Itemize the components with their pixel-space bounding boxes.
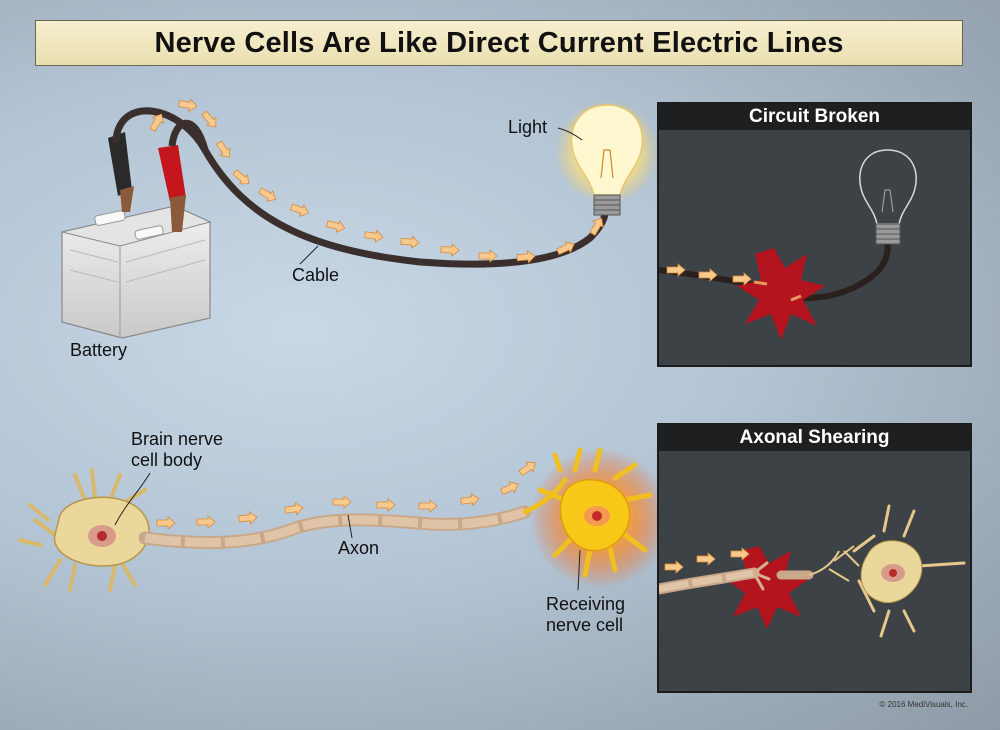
light-label: Light <box>508 117 548 137</box>
break-star <box>737 248 825 340</box>
page-title: Nerve Cells Are Like Direct Current Elec… <box>154 26 844 59</box>
battery-illustration <box>61 205 212 339</box>
brain-nerve-cell <box>18 468 150 592</box>
receiving-cell-leader-line <box>577 549 581 591</box>
axon-leader-line <box>347 514 353 539</box>
receiving-nerve-cell <box>522 447 670 588</box>
receiving-cell-label: Receiving nerve cell <box>546 594 625 636</box>
brain-cell-label-line1: Brain nerve <box>131 429 224 449</box>
copyright-notice: © 2016 MediVisuals, Inc. <box>879 700 968 709</box>
brain-cell-leader-line <box>114 472 151 526</box>
brain-cell-label-line2: cell body <box>131 450 203 470</box>
circuit-broken-illustration <box>659 149 917 340</box>
axonal-shearing-illustration <box>659 504 966 638</box>
disconnected-nerve-cell <box>852 504 966 638</box>
circuit-broken-header: Circuit Broken <box>659 104 970 130</box>
cable <box>112 107 609 268</box>
lit-bulb <box>555 100 659 216</box>
light-leader-line <box>557 127 583 141</box>
battery-label: Battery <box>70 340 128 360</box>
red-clamp <box>158 145 186 232</box>
axon-label: Axon <box>338 538 380 558</box>
receiving-cell-label-line2: nerve cell <box>546 615 624 635</box>
axonal-shearing-header: Axonal Shearing <box>659 425 970 451</box>
axonal-shearing-panel: Axonal Shearing <box>657 423 972 693</box>
receiving-cell-label-line1: Receiving <box>546 594 626 614</box>
cable-label: Cable <box>292 265 340 285</box>
cable-leader-line <box>299 245 319 265</box>
circuit-broken-panel: Circuit Broken <box>657 102 972 367</box>
black-clamp <box>108 132 134 212</box>
axon <box>138 505 532 550</box>
title-banner: Nerve Cells Are Like Direct Current Elec… <box>35 20 963 66</box>
brain-cell-label: Brain nerve cell body <box>131 429 223 471</box>
unlit-bulb <box>859 149 917 245</box>
shear-star <box>725 546 809 629</box>
